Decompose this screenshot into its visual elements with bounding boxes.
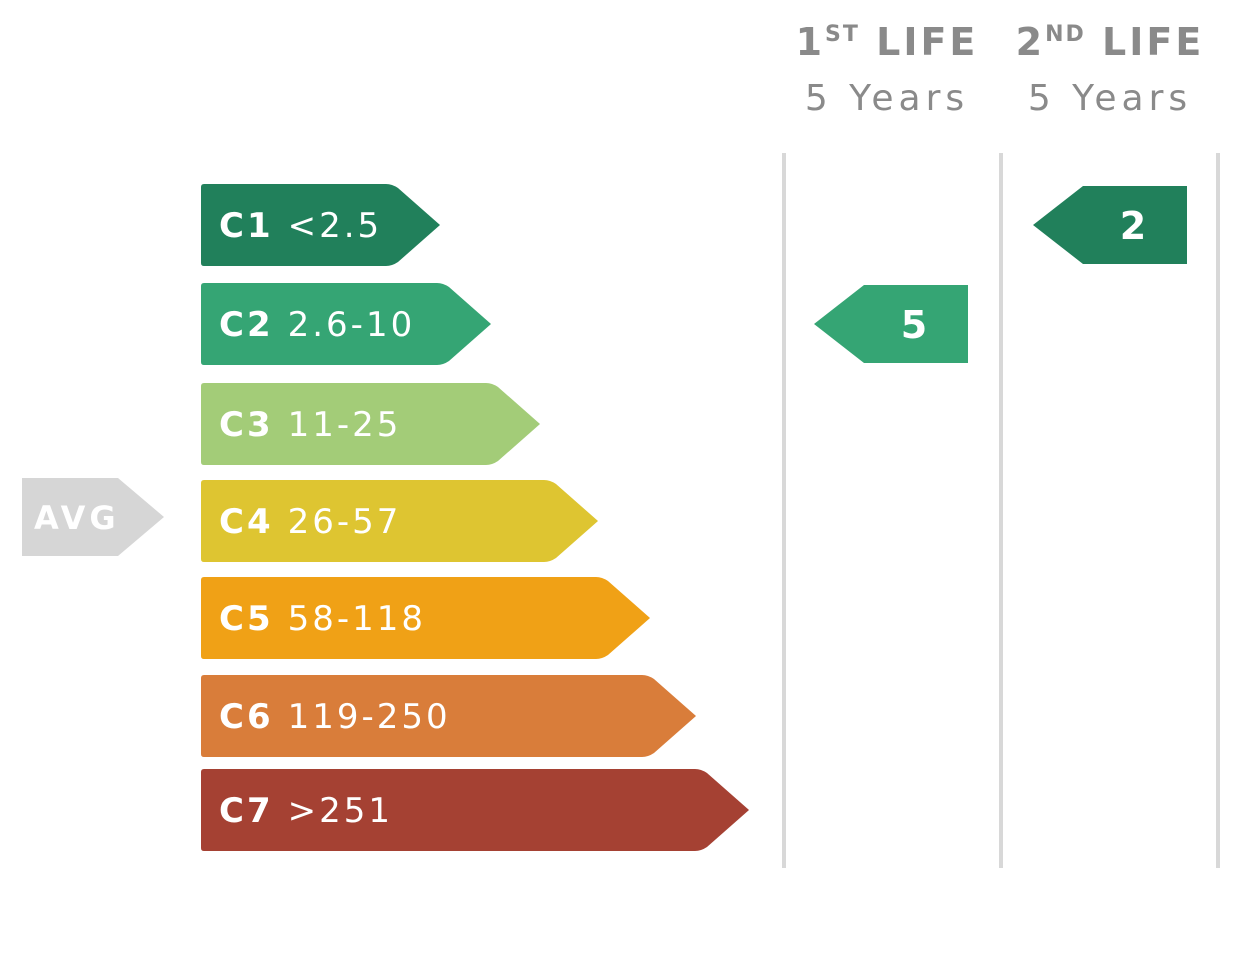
band-range: 26-57 bbox=[288, 502, 402, 542]
average-marker: AVG bbox=[22, 478, 164, 556]
second-life-title: 2ND LIFE bbox=[1015, 20, 1205, 64]
life-marker-value: 2 bbox=[1120, 204, 1146, 248]
band-c7: C7 >251 bbox=[201, 769, 749, 851]
avg-marker-shape bbox=[22, 478, 164, 556]
band-c1-label: C1 <2.5 bbox=[219, 206, 382, 246]
band-code: C1 bbox=[219, 206, 274, 246]
band-c5-shape bbox=[201, 577, 650, 659]
band-c7-shape bbox=[201, 769, 749, 851]
band-code: C6 bbox=[219, 697, 274, 737]
band-c5: C5 58-118 bbox=[201, 577, 650, 659]
band-c2-label: C2 2.6-10 bbox=[219, 305, 415, 345]
band-code: C3 bbox=[219, 405, 274, 445]
first-life-duration: 5 Years bbox=[804, 78, 970, 119]
band-c3-label: C3 11-25 bbox=[219, 405, 401, 445]
band-code: C2 bbox=[219, 305, 274, 345]
life-marker-shape bbox=[1033, 186, 1187, 264]
band-c2: C2 2.6-10 bbox=[201, 283, 491, 365]
band-c3: C3 11-25 bbox=[201, 383, 540, 465]
band-c6: C6 119-250 bbox=[201, 675, 696, 757]
band-range: 11-25 bbox=[288, 405, 402, 445]
band-code: C5 bbox=[219, 599, 274, 639]
band-c4-shape bbox=[201, 480, 598, 562]
life-marker-1: 5 bbox=[814, 285, 968, 363]
second-life-duration: 5 Years bbox=[1027, 78, 1193, 119]
band-c5-label: C5 58-118 bbox=[219, 599, 426, 639]
band-range: <2.5 bbox=[288, 206, 383, 246]
avg-marker-label: AVG bbox=[34, 499, 120, 537]
band-c1: C1 <2.5 bbox=[201, 184, 440, 266]
life-marker-shape bbox=[814, 285, 968, 363]
first-life-header: 1ST LIFE 5 Years bbox=[777, 18, 997, 125]
band-c4: C4 26-57 bbox=[201, 480, 598, 562]
life-markers: 52 bbox=[814, 186, 1187, 363]
band-c6-shape bbox=[201, 675, 696, 757]
band-c7-label: C7 >251 bbox=[219, 791, 393, 831]
band-c2-shape bbox=[201, 283, 491, 365]
band-code: C4 bbox=[219, 502, 274, 542]
band-range: 119-250 bbox=[288, 697, 451, 737]
life-marker-value: 5 bbox=[901, 303, 927, 347]
band-range: 2.6-10 bbox=[288, 305, 416, 345]
band-c4-label: C4 26-57 bbox=[219, 502, 401, 542]
band-c6-label: C6 119-250 bbox=[219, 697, 451, 737]
band-code: C7 bbox=[219, 791, 274, 831]
life-marker-2: 2 bbox=[1033, 186, 1187, 264]
band-c1-shape bbox=[201, 184, 440, 266]
first-life-title: 1ST LIFE bbox=[795, 20, 979, 64]
band-range: >251 bbox=[288, 791, 393, 831]
column-dividers bbox=[782, 153, 1220, 868]
band-c3-shape bbox=[201, 383, 540, 465]
band-range: 58-118 bbox=[288, 599, 426, 639]
second-life-header: 2ND LIFE 5 Years bbox=[1000, 18, 1220, 125]
